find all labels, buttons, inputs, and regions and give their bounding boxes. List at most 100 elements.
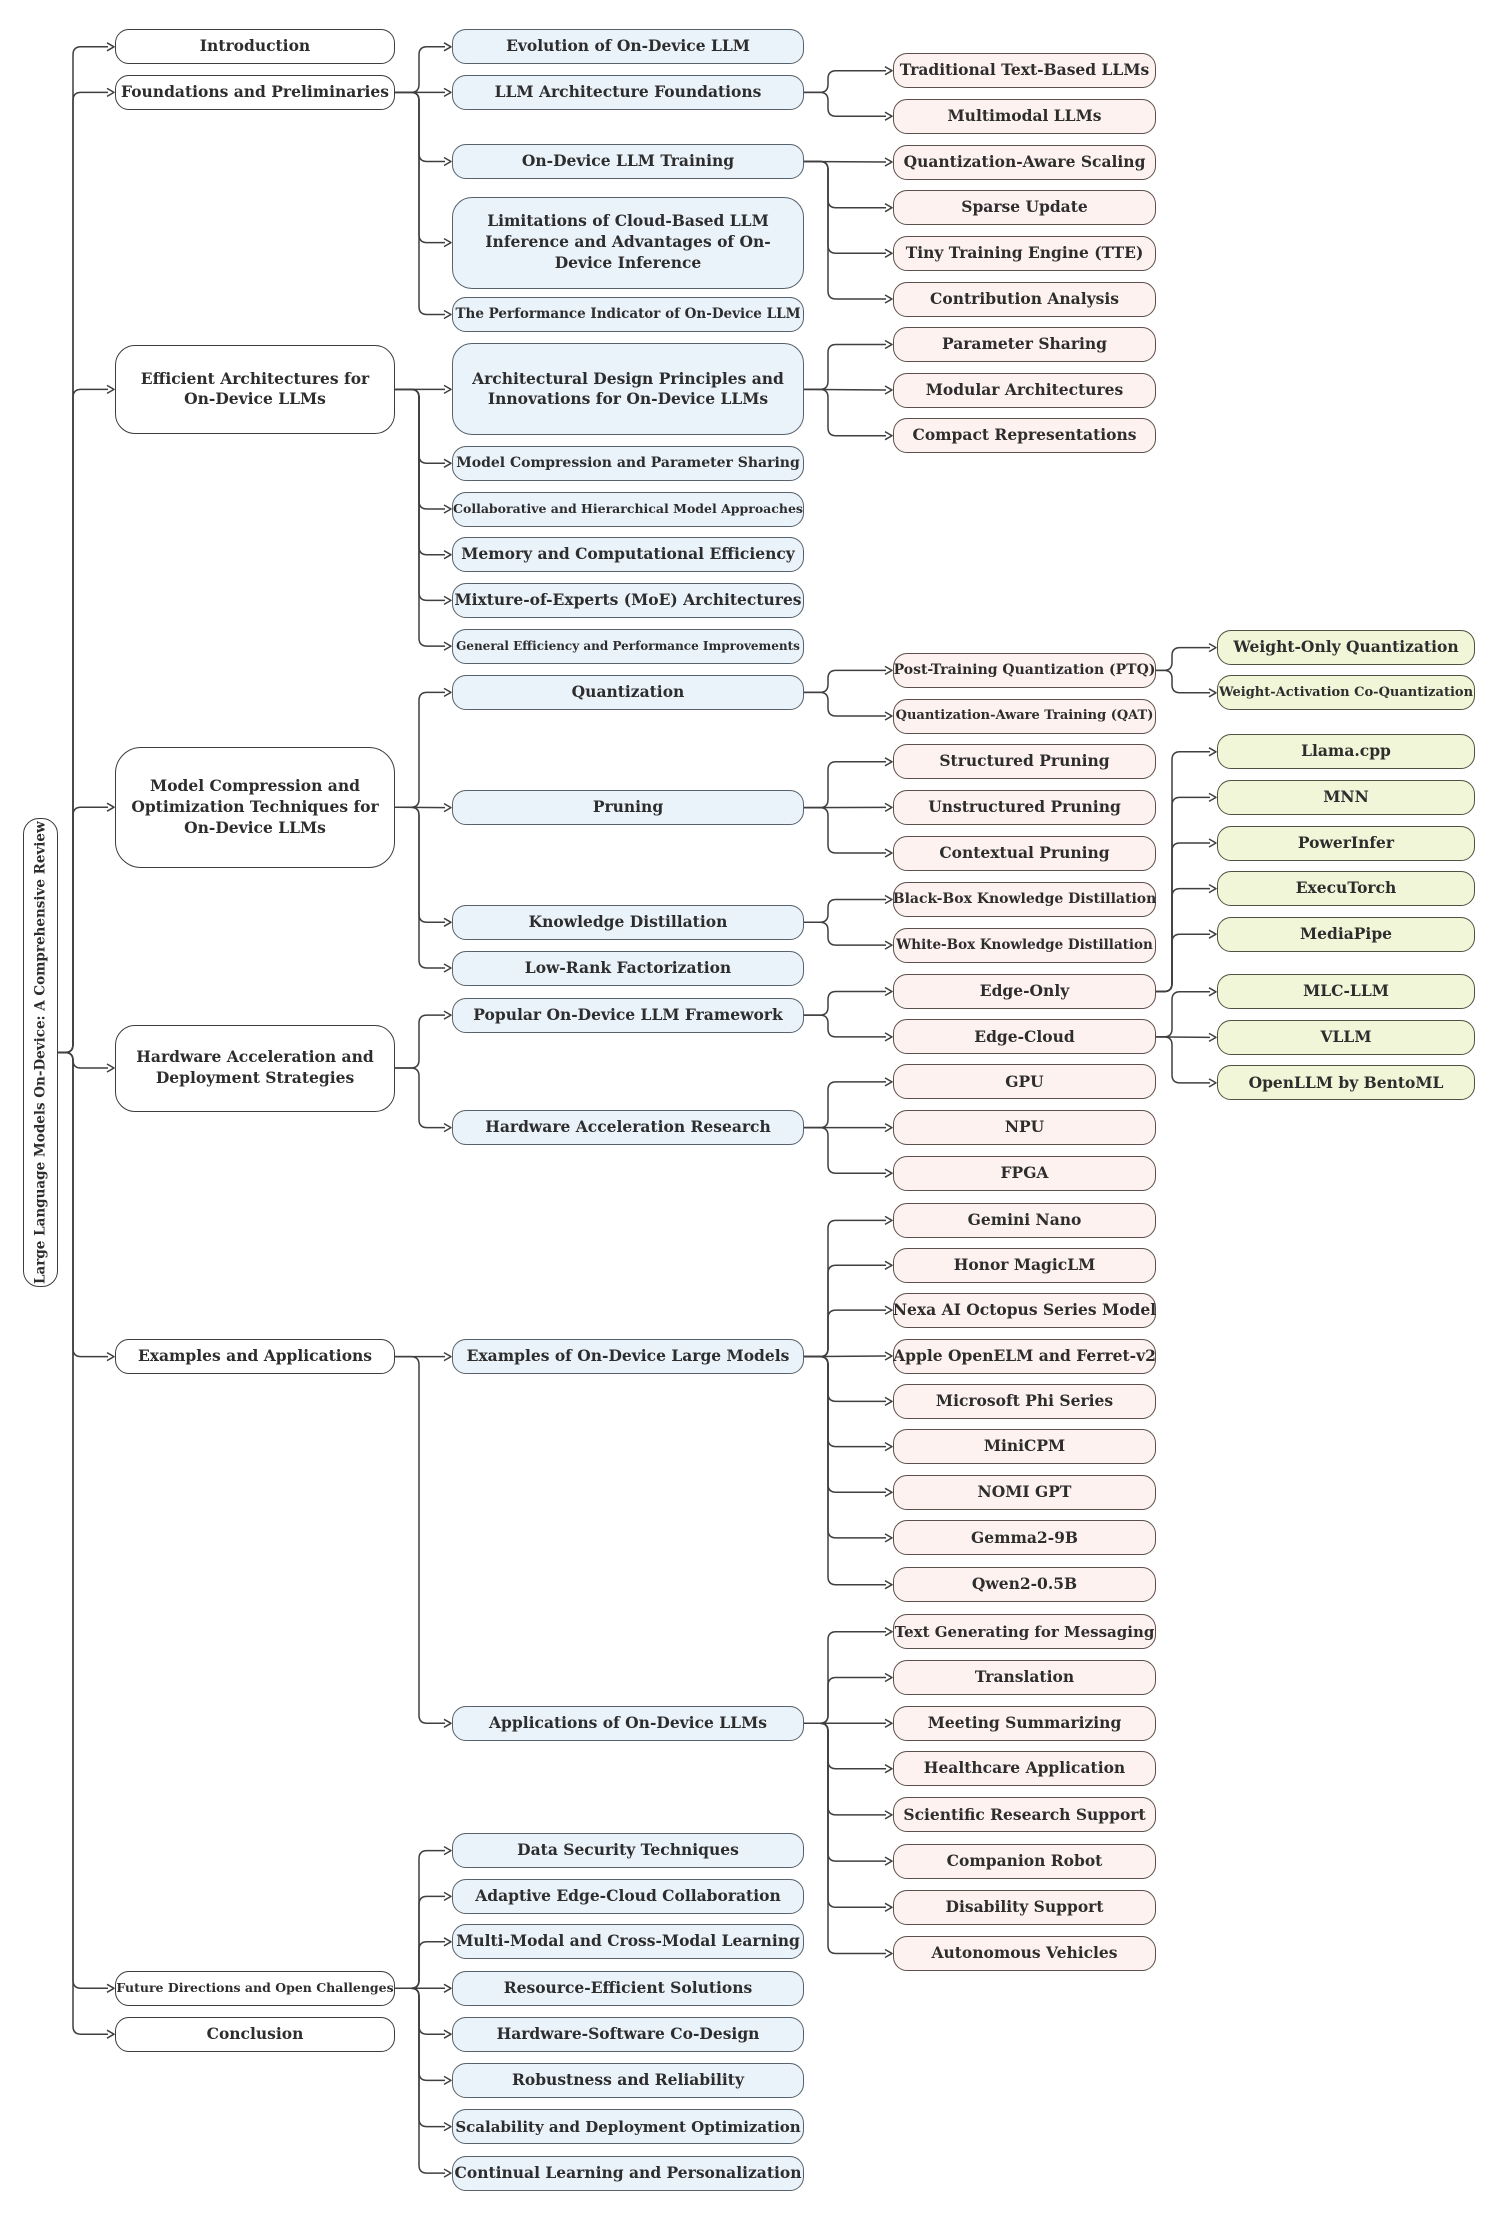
connector: [395, 1987, 445, 2035]
arrowhead-icon: [884, 711, 893, 721]
arrowhead-icon: [884, 1718, 893, 1728]
arrowhead-icon: [884, 1260, 893, 1270]
connector: [395, 1355, 445, 1725]
arrowhead-icon: [884, 1856, 893, 1866]
node-continual-learning-and-personalization: Continual Learning and Personalization: [452, 2155, 804, 2191]
arrowhead-icon: [443, 641, 452, 651]
node-honor-magiclm: Honor MagicLM: [893, 1247, 1156, 1283]
connector: [804, 388, 886, 437]
arrowhead-icon: [443, 458, 452, 468]
node-hardware-acceleration-research: Hardware Acceleration Research: [452, 1110, 804, 1146]
node-scalability-and-deployment-optimization: Scalability and Deployment Optimization: [452, 2109, 804, 2145]
arrowhead-icon: [1208, 1032, 1217, 1043]
node-robustness-and-reliability: Robustness and Reliability: [452, 2062, 804, 2098]
connector: [395, 388, 445, 510]
node-hardware-software-co-design: Hardware-Software Co-Design: [452, 2016, 804, 2052]
node-knowledge-distillation: Knowledge Distillation: [452, 904, 804, 940]
connector: [804, 1722, 886, 1770]
connector: [395, 388, 445, 556]
connector: [804, 69, 886, 94]
node-popular-on-device-llm-framework: Popular On-Device LLM Framework: [452, 997, 804, 1033]
arrowhead-icon: [443, 309, 452, 320]
arrowhead-icon: [106, 384, 115, 395]
node-memory-and-computational-efficiency: Memory and Computational Efficiency: [452, 537, 804, 573]
arrowhead-icon: [884, 339, 893, 350]
arrowhead-icon: [884, 203, 893, 213]
root-node: Large Language Models On-Device: A Compr…: [23, 818, 58, 1287]
connector: [395, 691, 445, 808]
arrowhead-icon: [884, 1764, 893, 1774]
node-foundations-and-preliminaries: Foundations and Preliminaries: [115, 74, 395, 110]
node-quantization-aware-training-qat: Quantization-Aware Training (QAT): [893, 698, 1156, 734]
arrowhead-icon: [884, 294, 893, 304]
arrowhead-icon: [884, 248, 893, 258]
arrowhead-icon: [443, 237, 452, 248]
connector: [804, 761, 886, 809]
connector: [804, 990, 886, 1016]
node-applications-of-on-device-llms: Applications of On-Device LLMs: [452, 1705, 804, 1741]
node-edge-only: Edge-Only: [893, 974, 1156, 1009]
node-hardware-acceleration-and-deployment-strategies: Hardware Acceleration and Deployment Str…: [115, 1024, 395, 1112]
arrowhead-icon: [884, 757, 893, 767]
connector: [58, 91, 108, 1054]
arrowhead-icon: [884, 848, 893, 858]
connector: [804, 669, 886, 694]
connector: [1156, 933, 1210, 993]
connector: [58, 46, 108, 1054]
connector: [804, 1081, 886, 1129]
arrowhead-icon: [884, 1810, 893, 1820]
connector: [58, 806, 108, 1054]
arrowhead-icon: [884, 1396, 893, 1407]
arrowhead-icon: [884, 1305, 893, 1315]
node-healthcare-application: Healthcare Application: [893, 1751, 1156, 1787]
arrowhead-icon: [1208, 838, 1217, 848]
arrowhead-icon: [443, 1845, 452, 1856]
node-structured-pruning: Structured Pruning: [893, 744, 1156, 780]
connector: [1156, 887, 1210, 993]
connector: [58, 1051, 108, 1069]
arrowhead-icon: [106, 1063, 115, 1073]
arrowhead-icon: [443, 802, 452, 813]
node-qwen2-0-5b: Qwen2-0.5B: [893, 1567, 1156, 1603]
connector: [395, 806, 445, 924]
connector: [395, 1987, 445, 2128]
node-gpu: GPU: [893, 1064, 1156, 1100]
connector: [804, 1722, 886, 1862]
arrowhead-icon: [106, 1351, 115, 1362]
arrowhead-icon: [884, 1627, 893, 1637]
connector: [395, 1987, 445, 2174]
arrowhead-icon: [884, 1948, 893, 1959]
arrowhead-icon: [443, 384, 452, 395]
connector: [804, 1264, 886, 1358]
node-quantization: Quantization: [452, 674, 804, 710]
node-apple-openelm-and-ferret-v2: Apple OpenELM and Ferret-v2: [893, 1338, 1156, 1374]
arrowhead-icon: [884, 1168, 893, 1178]
arrowhead-icon: [884, 986, 893, 997]
connector: [395, 1014, 445, 1069]
node-npu: NPU: [893, 1110, 1156, 1146]
arrowhead-icon: [106, 87, 115, 98]
connector: [804, 160, 886, 209]
connector: [804, 1722, 886, 1955]
node-low-rank-factorization: Low-Rank Factorization: [452, 950, 804, 986]
arrowhead-icon: [443, 1718, 452, 1728]
arrowhead-icon: [884, 665, 893, 676]
connector: [395, 91, 445, 244]
node-nomi-gpt: NOMI GPT: [893, 1474, 1156, 1510]
connector: [804, 1219, 886, 1358]
node-resource-efficient-solutions: Resource-Efficient Solutions: [452, 1970, 804, 2006]
connector: [804, 1676, 886, 1725]
connector: [395, 91, 445, 316]
connector: [395, 388, 445, 465]
node-scientific-research-support: Scientific Research Support: [893, 1797, 1156, 1833]
node-examples-of-on-device-large-models: Examples of On-Device Large Models: [452, 1339, 804, 1375]
connector: [804, 898, 886, 924]
node-on-device-llm-training: On-Device LLM Training: [452, 144, 804, 179]
node-vllm: VLLM: [1217, 1019, 1475, 1055]
connector: [395, 1849, 445, 1990]
arrowhead-icon: [884, 66, 893, 76]
node-meeting-summarizing: Meeting Summarizing: [893, 1705, 1156, 1741]
connector: [804, 806, 886, 854]
connector: [395, 91, 445, 163]
connector: [804, 91, 886, 117]
